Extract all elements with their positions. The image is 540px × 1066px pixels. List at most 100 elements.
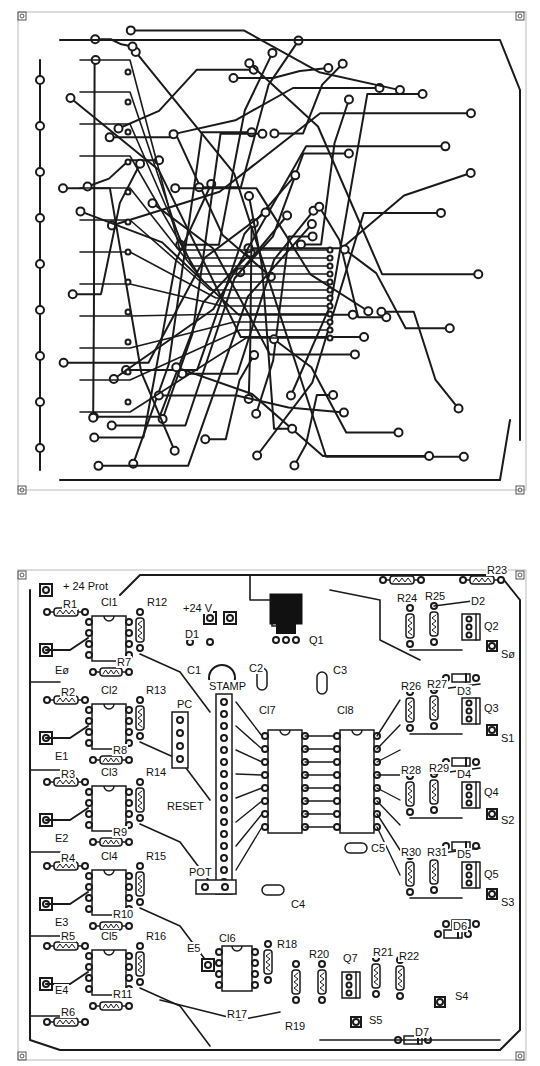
pad: [171, 184, 179, 192]
pad: [129, 42, 137, 50]
board-outline: [18, 12, 526, 490]
resistor-symbol: [136, 872, 144, 896]
resistor-symbol: [398, 969, 402, 987]
pad: [262, 733, 268, 739]
pad: [293, 961, 299, 967]
pad: [126, 839, 132, 845]
pad: [44, 779, 50, 785]
part-label: Sø: [500, 648, 516, 660]
copper-trace: [112, 113, 471, 225]
pad: [262, 785, 268, 791]
pad: [489, 643, 495, 649]
pad: [309, 232, 317, 240]
resistor-symbol: [374, 967, 378, 985]
resistor-symbol: [103, 758, 119, 762]
pad: [460, 577, 466, 583]
pad: [339, 60, 347, 68]
pad: [308, 220, 316, 228]
copper-trace: [199, 41, 298, 188]
part-label: POT: [188, 866, 213, 878]
pad: [328, 304, 333, 309]
copper-trace: [236, 814, 262, 846]
pad: [126, 340, 131, 345]
part-label: + 24 Prot: [62, 580, 109, 592]
resistor-symbol: [100, 1002, 122, 1010]
pad: [126, 873, 132, 879]
copper-trace: [377, 700, 400, 736]
copper-trace: [80, 338, 330, 412]
pad: [431, 807, 437, 813]
pad: [137, 733, 143, 739]
resistor-symbol: [103, 840, 119, 844]
pad: [44, 1019, 50, 1025]
pad: [126, 100, 131, 105]
pad: [288, 425, 296, 433]
resistor-symbol: [54, 1018, 78, 1026]
pad: [328, 288, 333, 293]
pad: [126, 70, 131, 75]
pad: [126, 190, 131, 195]
part-label: R1: [62, 598, 78, 610]
resistor-symbol: [103, 670, 119, 674]
pad: [467, 717, 472, 722]
pad: [36, 260, 44, 268]
regulator-q1: [270, 594, 302, 624]
resistor-symbol: [408, 785, 412, 803]
pad: [328, 256, 333, 261]
pad: [221, 807, 227, 813]
pad: [328, 336, 333, 341]
pad: [86, 953, 92, 959]
part-label: E1: [54, 750, 69, 762]
pad: [467, 169, 475, 177]
copper-trace: [182, 211, 313, 374]
part-label: D5: [456, 848, 472, 860]
terminal-pad: [40, 584, 52, 596]
regulator-q1: [276, 624, 296, 634]
pad: [489, 727, 495, 733]
part-label: R14: [145, 766, 167, 778]
copper-trace: [80, 188, 330, 282]
transistor-tab: [476, 782, 480, 808]
transistor-tab: [476, 614, 480, 640]
resistor-symbol: [136, 618, 144, 642]
transistor-symbol: [462, 698, 476, 724]
corner-mark: [516, 571, 524, 579]
pad: [126, 811, 132, 817]
part-label: R3: [60, 768, 76, 780]
pc-connector: [172, 712, 188, 768]
pad: [36, 306, 44, 314]
ic-notch: [104, 616, 114, 621]
resistor-symbol: [57, 610, 75, 614]
resistor-symbol: [138, 791, 142, 809]
copper-trace: [176, 367, 429, 456]
pad: [334, 746, 340, 752]
pad: [89, 414, 97, 422]
pad: [137, 779, 143, 785]
pad: [126, 630, 132, 636]
pad: [221, 783, 227, 789]
resistor-symbol: [57, 780, 75, 784]
copper-trace: [248, 173, 470, 248]
pad: [59, 184, 67, 192]
pad: [262, 746, 268, 752]
diode-band: [465, 758, 467, 766]
pad: [334, 772, 340, 778]
copper-trace: [274, 339, 399, 432]
part-label: R29: [428, 762, 450, 774]
pad: [360, 333, 368, 341]
corner-mark: [18, 571, 26, 579]
part-label: S4: [454, 990, 469, 1002]
resistor-symbol: [294, 973, 298, 991]
pad: [90, 757, 96, 763]
pad: [270, 335, 278, 343]
pad: [291, 171, 299, 179]
pad: [43, 587, 49, 593]
part-label: C4: [290, 898, 306, 910]
resistor-symbol: [100, 668, 122, 676]
corner-mark: [518, 1054, 522, 1058]
pad: [205, 962, 211, 968]
resistor-symbol: [138, 621, 142, 639]
pad: [66, 94, 74, 102]
copper-trace: [291, 94, 423, 395]
pad: [126, 975, 132, 981]
